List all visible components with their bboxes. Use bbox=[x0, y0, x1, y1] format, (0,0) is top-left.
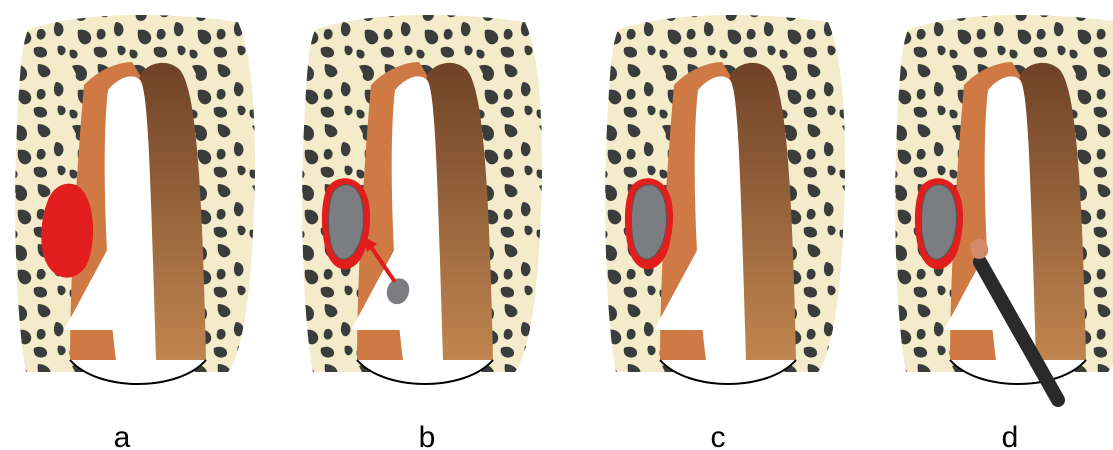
panel-label-b: b bbox=[419, 421, 436, 450]
lesion-a bbox=[41, 184, 93, 278]
panel-c: c bbox=[605, 15, 845, 450]
crown-arc-c bbox=[660, 360, 796, 384]
panel-label-d: d bbox=[1002, 421, 1019, 450]
panel-label-c: c bbox=[711, 421, 726, 450]
crown-arc-d bbox=[950, 360, 1086, 384]
crown-arc-b bbox=[357, 360, 493, 384]
crown-arc-a bbox=[70, 360, 206, 384]
panel-a: a bbox=[15, 15, 255, 450]
panel-d: d bbox=[895, 15, 1113, 450]
panel-b: b bbox=[302, 15, 542, 450]
panel-label-a: a bbox=[114, 421, 131, 450]
